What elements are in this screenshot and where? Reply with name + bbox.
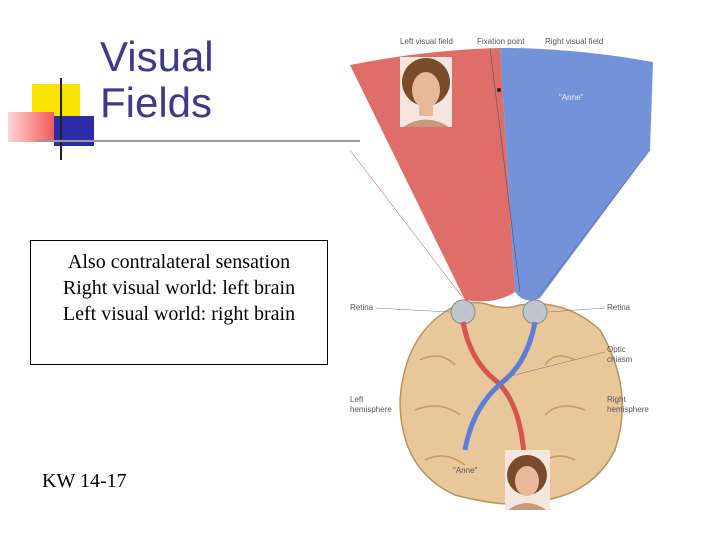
fixation-point-dot (497, 88, 501, 92)
visual-pathway-figure: Left visual field Fixation point Right v… (349, 37, 653, 510)
label-retina-left: Retina (350, 303, 374, 312)
label-optic-chiasm-1: Optic (607, 345, 626, 354)
label-left-hemisphere-1: Left (350, 395, 364, 404)
brain-illustration (399, 299, 623, 505)
summary-line-3: Left visual world: right brain (62, 303, 296, 325)
left-visual-field-fan (350, 48, 515, 302)
label-retina-right: Retina (607, 303, 631, 312)
label-anne-bottom: "Anne" (453, 466, 478, 475)
deco-vertical-line (60, 78, 62, 160)
label-anne-top: "Anne" (559, 93, 584, 102)
label-optic-chiasm-2: chiasm (607, 355, 633, 364)
anne-face-bottom (505, 450, 550, 510)
slide-title: Visual Fields (100, 34, 214, 126)
fixation-line (489, 47, 521, 293)
summary-textbox: Also contralateral sensation Right visua… (30, 240, 328, 365)
leader-retina-right (547, 307, 606, 313)
label-right-visual-field: Right visual field (545, 37, 603, 46)
label-fixation-point: Fixation point (477, 37, 525, 46)
deco-horizontal-line (36, 140, 360, 142)
leader-optic-chiasm (502, 351, 606, 379)
label-right-hemisphere-2: hemisphere (607, 405, 649, 414)
anne-face-top (400, 57, 452, 127)
label-left-visual-field: Left visual field (400, 37, 453, 46)
title-line-1: Visual (100, 33, 214, 80)
leader-retina-left (374, 307, 451, 313)
footer-reference: KW 14-17 (42, 470, 127, 492)
label-right-hemisphere-1: Right (607, 395, 626, 404)
field-edge-right (536, 149, 651, 299)
field-edge-left (349, 149, 464, 299)
label-left-hemisphere-2: hemisphere (350, 405, 392, 414)
summary-line-1: Also contralateral sensation (67, 251, 291, 273)
title-line-2: Fields (100, 79, 213, 126)
right-visual-field-fan (500, 48, 653, 301)
deco-red-square (8, 112, 54, 142)
summary-line-2: Right visual world: left brain (62, 277, 296, 299)
